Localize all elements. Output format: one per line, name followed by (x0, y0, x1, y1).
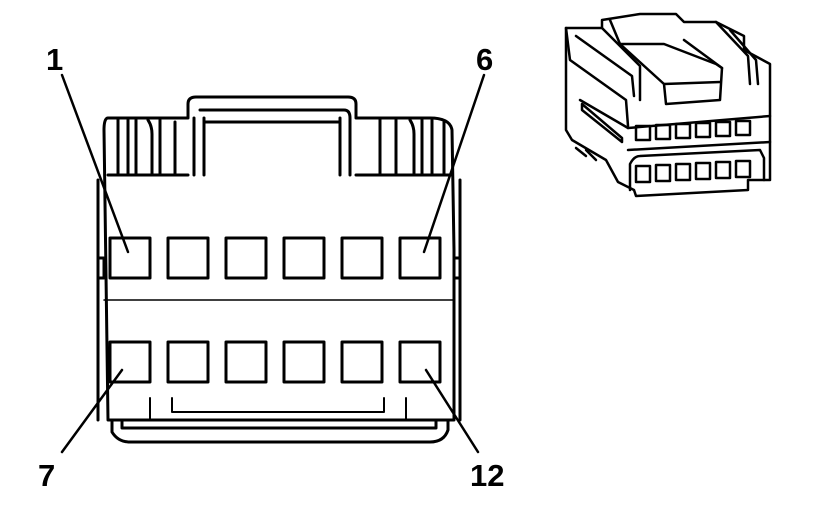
bottom-key-inner (120, 418, 438, 430)
pin-row-top (108, 236, 442, 280)
pin-cavity-2 (166, 236, 210, 280)
pin-cavity-9 (224, 340, 268, 384)
left-notch (96, 256, 106, 280)
pin-cavity-6 (398, 236, 442, 280)
right-rib-block (354, 116, 454, 177)
pin-cavity-4 (282, 236, 326, 280)
pin-cavity-5 (340, 236, 384, 280)
leader-line-6 (422, 73, 486, 254)
pin-label-12: 12 (470, 458, 504, 493)
connector-face (60, 73, 486, 454)
pin-label-6: 6 (476, 42, 493, 77)
bottom-key-bar (110, 418, 450, 444)
pin-cavity-3 (224, 236, 268, 280)
pin-cavity-1 (108, 236, 152, 280)
connector-body-outline (102, 95, 456, 422)
pin-cavity-7 (108, 340, 152, 384)
latch-outer (198, 108, 352, 177)
pin-cavity-10 (282, 340, 326, 384)
pin-row-bottom (108, 340, 442, 384)
pin-cavity-11 (340, 340, 384, 384)
left-rib-block (106, 116, 190, 177)
pin-cavity-8 (166, 340, 210, 384)
leader-line-7 (60, 368, 124, 454)
leader-line-12 (424, 368, 480, 454)
bottom-key-line (149, 397, 407, 421)
pin-cavity-12 (398, 340, 442, 384)
connector-isometric-view (564, 12, 772, 198)
latch-inner (192, 116, 342, 177)
pin-label-1: 1 (46, 42, 63, 77)
pin-label-7: 7 (38, 458, 55, 493)
leader-line-1 (60, 73, 130, 254)
right-notch (452, 256, 462, 280)
